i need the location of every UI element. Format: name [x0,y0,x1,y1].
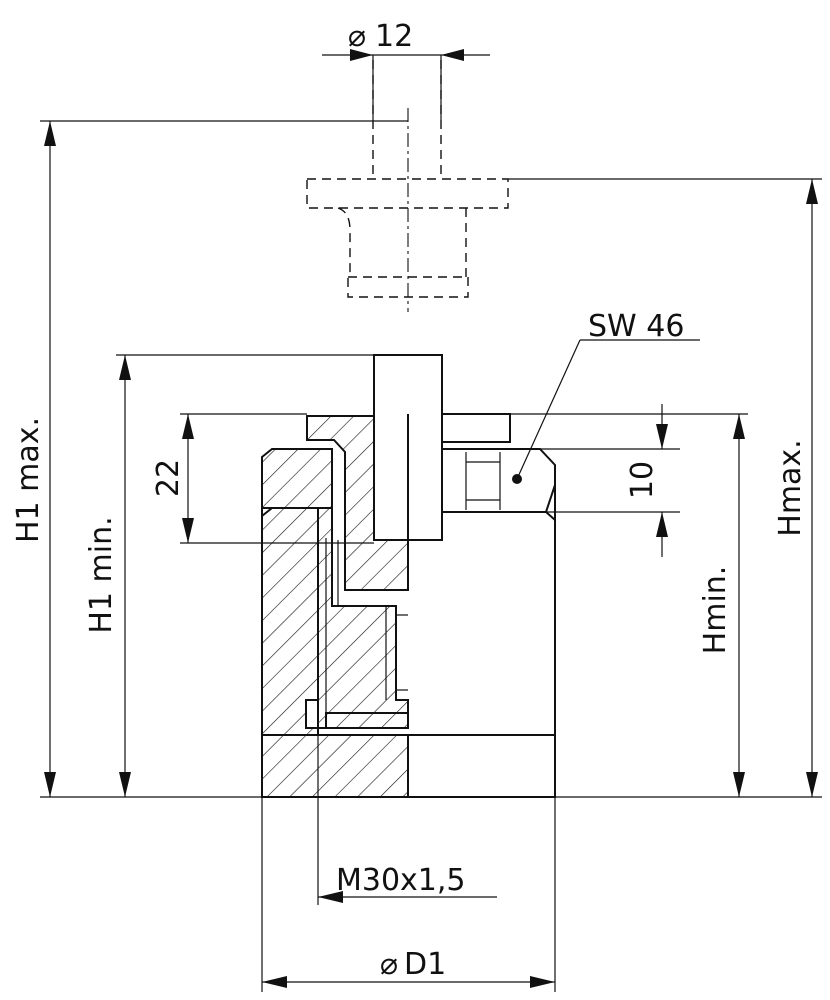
diameter-d1-dimension: ⌀ D1 [261,797,556,992]
wrench-size-callout: SW 46 [512,309,700,484]
pin-phantom [306,60,509,312]
diameter-symbol: ⌀ [348,19,366,54]
h-min-label: Hmin. [698,566,733,655]
diameter-d1-symbol: ⌀ [380,947,398,982]
h-min-dimension: Hmin. [510,413,748,797]
h1-max-label: H1 max. [11,417,46,543]
h-max-label: Hmax. [773,439,808,536]
diameter-d1-label: D1 [404,947,446,982]
diameter-12-dimension: ⌀ 12 [322,19,490,120]
diameter-12-label: 12 [375,19,413,54]
dimension-10-label: 10 [625,461,660,499]
thread-label: M30x1,5 [336,863,466,898]
dimension-22-label: 22 [151,459,186,497]
h1-min-label: H1 min. [84,516,119,633]
leveling-body [261,354,556,798]
h-max-dimension: Hmax. [508,178,822,797]
h1-min-dimension: H1 min. [84,354,374,797]
dimension-22: 22 [151,413,374,544]
dimension-10: 10 [510,404,680,557]
thread-dimension: M30x1,5 [317,735,497,905]
wrench-size-label: SW 46 [588,309,684,344]
h1-max-dimension: H1 max. [11,120,408,797]
